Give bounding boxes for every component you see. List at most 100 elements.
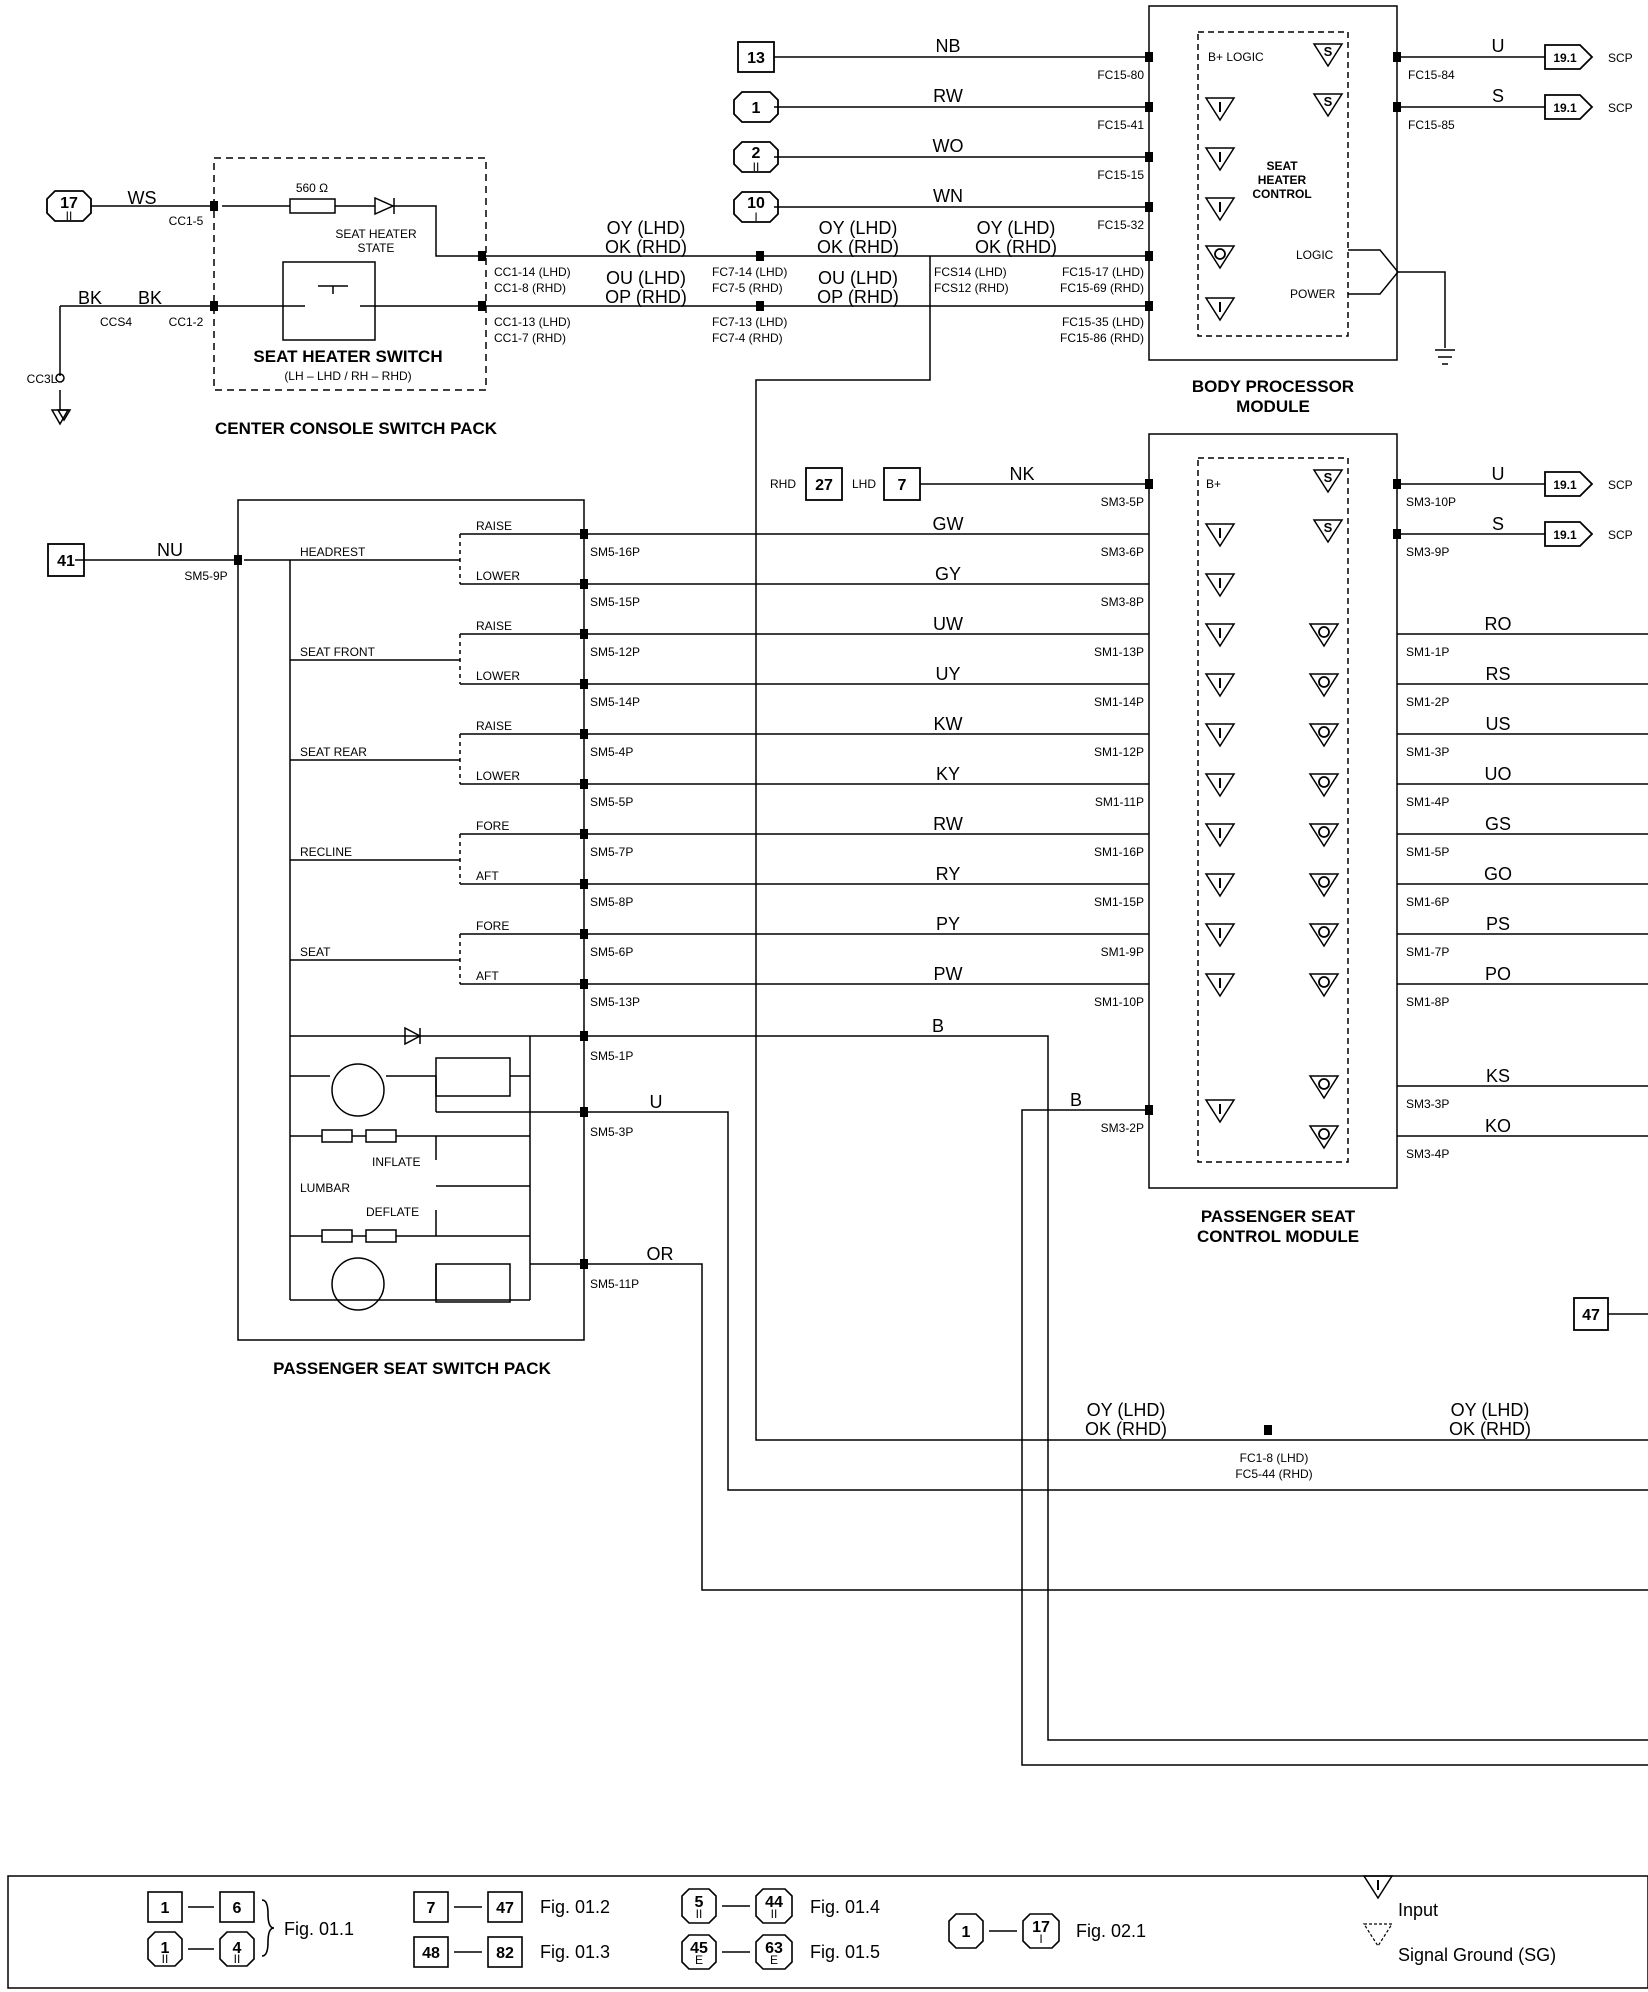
ref-10-sub: I (754, 210, 757, 224)
wire-op-1: OP (RHD) (605, 287, 687, 307)
contact-lower-3: LOWER (476, 769, 520, 783)
pin-sm5-4p: SM5-4P (590, 745, 633, 759)
wire-uy: UY (935, 664, 960, 684)
body-processor-frame (1148, 5, 1398, 361)
wire-bk-1: BK (78, 288, 102, 308)
bpm-logic: LOGIC (1296, 248, 1334, 262)
pin-sm5-15p: SM5-15P (590, 595, 640, 609)
pin-sm1-9p: SM1-9P (1101, 945, 1144, 959)
legend-fig-01-5: Fig. 01.5 (810, 1942, 880, 1962)
legend-r7a: 1 (962, 1924, 971, 1941)
ref-7[interactable]: 7 (898, 477, 907, 494)
lhd-label: LHD (852, 477, 876, 491)
pin-fc15-80: FC15-80 (1097, 68, 1144, 82)
pin-sm5-12p: SM5-12P (590, 645, 640, 659)
pin-sm1-6p: SM1-6P (1406, 895, 1449, 909)
bpm-power: POWER (1290, 287, 1336, 301)
wire-oy-3: OY (LHD) (977, 218, 1056, 238)
legend-44-sub: II (771, 1907, 778, 1921)
seat-heater-switch-sub: (LH – LHD / RH – RHD) (284, 369, 411, 383)
wire-oy-2: OY (LHD) (819, 218, 898, 238)
legend-5-sub: II (696, 1907, 703, 1921)
center-console-frame (213, 157, 487, 391)
wire-ro: RO (1485, 614, 1512, 634)
seat-control-label-2: CONTROL MODULE (1197, 1227, 1359, 1246)
wire-op-2: OP (RHD) (817, 287, 899, 307)
shc-label-2: HEATER (1258, 173, 1307, 187)
wire-bk-2: BK (138, 288, 162, 308)
pin-sm5-5p: SM5-5P (590, 795, 633, 809)
contact-raise-1: RAISE (476, 519, 512, 533)
ccs4: CCS4 (100, 315, 132, 329)
pin-fc7-4: FC7-4 (RHD) (712, 331, 783, 345)
legend-17-sub: I (1039, 1932, 1042, 1946)
contact-aft-1: AFT (476, 869, 499, 883)
wire-go: GO (1484, 864, 1512, 884)
legend-63: 63 (765, 1940, 783, 1957)
pin-fc15-17: FC15-17 (LHD) (1062, 265, 1144, 279)
ref-19-1-c[interactable]: 19.1 (1553, 478, 1577, 492)
ref-1[interactable]: 1 (752, 100, 761, 117)
pin-fcs14: FCS14 (LHD) (934, 265, 1007, 279)
scp-d: SCP (1608, 528, 1633, 542)
legend-fig-01-4: Fig. 01.4 (810, 1897, 880, 1917)
pin-sm3-6p: SM3-6P (1101, 545, 1144, 559)
legend-5: 5 (695, 1894, 704, 1911)
legend-63-sub: E (770, 1953, 778, 1967)
wire-nb: NB (935, 36, 960, 56)
scp-a: SCP (1608, 51, 1633, 65)
ref-19-1-b[interactable]: 19.1 (1553, 101, 1577, 115)
pin-cc1-5: CC1-5 (169, 214, 204, 228)
shc-label-3: CONTROL (1252, 187, 1311, 201)
wire-rs: RS (1485, 664, 1510, 684)
wire-s-seat: S (1492, 514, 1504, 534)
wire-or: OR (647, 1244, 674, 1264)
pin-sm1-15p: SM1-15P (1094, 895, 1144, 909)
wire-s-bpm: S (1492, 86, 1504, 106)
ref-2[interactable]: 2 (752, 145, 761, 162)
reference-boxes (46, 41, 1609, 1331)
ref-19-1-d[interactable]: 19.1 (1553, 528, 1577, 542)
rhd-label: RHD (770, 477, 796, 491)
legend-1: 1 (161, 1900, 170, 1917)
legend-fig-01-1: Fig. 01.1 (284, 1919, 354, 1939)
pin-sm5-16p: SM5-16P (590, 545, 640, 559)
ref-13[interactable]: 13 (747, 50, 765, 67)
pin-fc1-8: FC1-8 (LHD) (1240, 1451, 1309, 1465)
wire-rw: RW (933, 814, 963, 834)
legend-48: 48 (422, 1945, 440, 1962)
resistor-value: 560 Ω (296, 181, 328, 195)
pin-sm3-10p: SM3-10P (1406, 495, 1456, 509)
wire-ks: KS (1486, 1066, 1510, 1086)
ref-19-1-a[interactable]: 19.1 (1553, 51, 1577, 65)
wire-u-switch: U (650, 1092, 663, 1112)
ref-17[interactable]: 17 (60, 195, 78, 212)
ref-47[interactable]: 47 (1582, 1307, 1600, 1324)
ref-27[interactable]: 27 (815, 477, 833, 494)
pin-cc1-13: CC1-13 (LHD) (494, 315, 571, 329)
lumbar-deflate: DEFLATE (366, 1205, 419, 1219)
legend-4-oct-sub: II (234, 1952, 241, 1966)
wire-b-2: B (1070, 1090, 1082, 1110)
ref-10[interactable]: 10 (747, 195, 765, 212)
legend-fig-02-1: Fig. 02.1 (1076, 1921, 1146, 1941)
legend-82: 82 (496, 1945, 514, 1962)
legend-6: 6 (233, 1900, 242, 1917)
scp-c: SCP (1608, 478, 1633, 492)
wire-nk: NK (1009, 464, 1034, 484)
legend-shapes (147, 1888, 1060, 1970)
ref-41[interactable]: 41 (57, 553, 75, 570)
pin-fc7-13: FC7-13 (LHD) (712, 315, 787, 329)
ref-17-sub: II (66, 209, 73, 223)
seat-control-inner (1197, 457, 1349, 1163)
pin-fc15-86: FC15-86 (RHD) (1060, 331, 1144, 345)
pin-sm1-8p: SM1-8P (1406, 995, 1449, 1009)
wire-ok-bottom-right: OK (RHD) (1449, 1419, 1531, 1439)
contact-raise-3: RAISE (476, 719, 512, 733)
switch-contacts (290, 533, 586, 985)
legend-7: 7 (427, 1900, 436, 1917)
pin-sm5-11p: SM5-11P (590, 1277, 639, 1291)
wire-po: PO (1485, 964, 1511, 984)
wire-ry: RY (936, 864, 961, 884)
wire-ok-3: OK (RHD) (975, 237, 1057, 257)
